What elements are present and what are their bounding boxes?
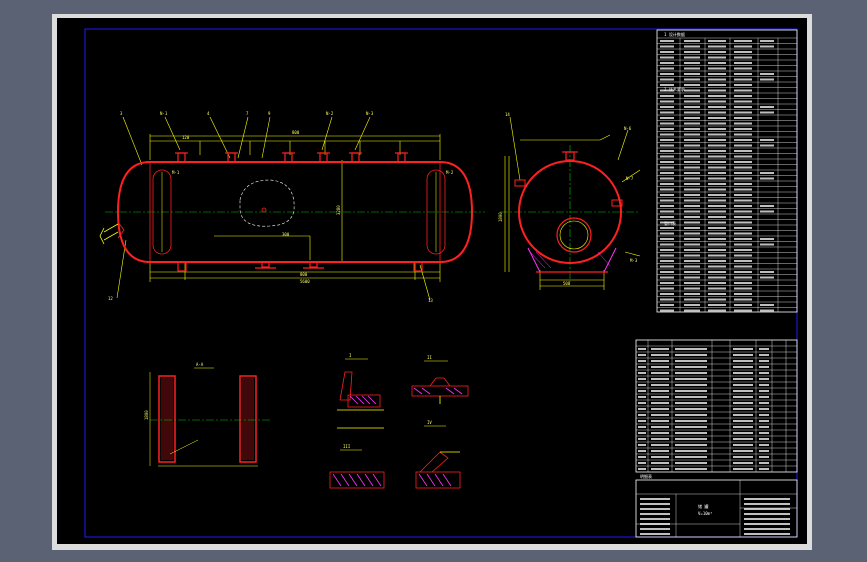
part-label: N-1 (160, 111, 168, 116)
table-title: 2 技术要求 (664, 86, 685, 92)
dim-text: 800 (292, 130, 300, 135)
bottom-supports (177, 261, 423, 272)
part-label: M-3 (630, 258, 638, 263)
detail-title: A-A (196, 362, 204, 367)
part-label: N-6 (624, 126, 632, 131)
part-label: 4 (207, 111, 210, 116)
side-view: 120 800 3280 800 5600 300 3 N-1 4 7 9 N-… (99, 111, 485, 303)
dim-text: 1800 (498, 212, 503, 222)
detail-title: I (349, 353, 352, 358)
design-data-table: 1 设计数据 2 技术要求 管口表 (656, 29, 798, 313)
left-nozzle (99, 221, 125, 245)
detail-title: II (427, 355, 432, 360)
end-view: 500 1800 14 N-6 N-7 M-3 (498, 112, 641, 290)
table-title: 明细表 (640, 473, 652, 479)
part-label: N-7 (626, 176, 634, 181)
part-label: N-2 (326, 111, 334, 116)
side-view-dimensions (116, 116, 441, 301)
part-label: M-2 (446, 170, 454, 175)
detail-title: III (343, 444, 351, 449)
part-label: N-3 (366, 111, 374, 116)
vessel-shell-end (518, 160, 622, 264)
part-label: 7 (246, 111, 249, 116)
part-label: M-1 (172, 170, 180, 175)
detail-baffle: A-A 1800 (144, 362, 270, 467)
dim-text: 500 (563, 281, 571, 286)
title-block: 储 罐 V=10m³ (635, 479, 798, 538)
manhole-circle (556, 217, 592, 253)
dim-text: 1800 (144, 410, 149, 420)
part-label: 3 (120, 111, 123, 116)
top-nozzles (175, 152, 408, 163)
dim-text: 5600 (300, 279, 310, 284)
title-sub: V=10m³ (698, 511, 712, 516)
parts-list: 明细表 (635, 339, 798, 479)
detail-title: IV (427, 420, 432, 425)
dim-text: 800 (300, 272, 308, 277)
weld-details: I II III IV (329, 353, 469, 489)
part-label: 13 (428, 298, 433, 303)
side-view-text: 120 800 3280 800 5600 300 3 N-1 4 7 9 N-… (108, 111, 454, 303)
table-title: 1 设计数据 (664, 31, 685, 37)
dim-text: 300 (282, 232, 290, 237)
dim-text: 3280 (336, 205, 341, 215)
part-label: 14 (505, 112, 510, 117)
dim-text: 120 (182, 135, 190, 140)
title-name: 储 罐 (698, 503, 708, 509)
part-label: 9 (268, 111, 271, 116)
manhole-outline (239, 179, 295, 227)
part-label: 12 (108, 296, 113, 301)
